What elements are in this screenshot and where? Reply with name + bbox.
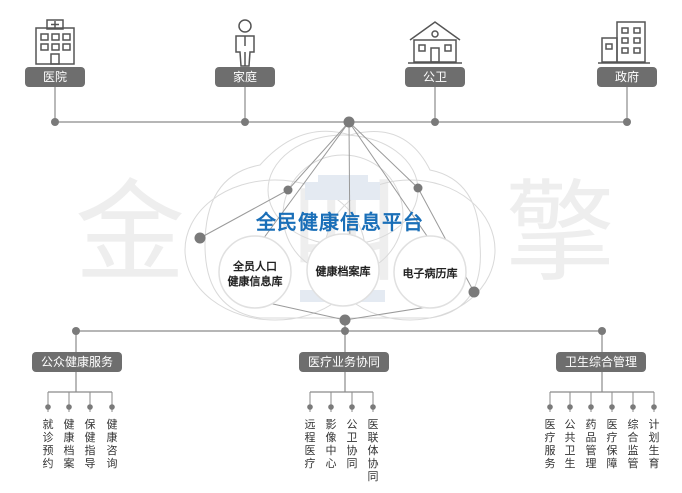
sub-item: 保健指导 xyxy=(84,418,96,470)
sub-item: 公共卫生 xyxy=(564,418,576,470)
database-label-health-record: 健康档案库 xyxy=(315,265,371,278)
sub-item: 计划生育 xyxy=(648,418,660,470)
sub-item: 健康档案 xyxy=(63,418,75,470)
sub-item: 药品管理 xyxy=(585,418,597,470)
watermark-char-1: 金 xyxy=(75,169,185,297)
connector-dot xyxy=(339,314,351,326)
government-building-icon xyxy=(598,21,650,64)
connector-dot xyxy=(72,327,80,335)
sub-item: 远程医疗 xyxy=(304,418,316,470)
connector-dot xyxy=(623,118,631,126)
sub-item: 医联体协同 xyxy=(367,418,379,483)
connector-dot xyxy=(630,404,636,410)
connector-dot xyxy=(431,118,439,126)
sub-item: 就诊预约 xyxy=(42,418,54,470)
connector-dot xyxy=(343,116,355,128)
sub-item: 综合监管 xyxy=(627,418,639,470)
top-connector-lines xyxy=(54,86,628,123)
connector-dot xyxy=(567,404,573,410)
connector-dot xyxy=(468,286,480,298)
database-label-population-line2: 健康信息库 xyxy=(227,275,283,288)
connector-dot xyxy=(66,404,72,410)
connector-dot xyxy=(45,404,51,410)
connector-dot xyxy=(341,327,349,335)
top-label-hospital: 医院 xyxy=(25,67,85,87)
database-circles xyxy=(218,233,467,309)
connector-dot xyxy=(87,404,93,410)
connector-dots xyxy=(45,116,657,410)
sub-item: 医疗服务 xyxy=(544,418,556,470)
watermark-char-3: 擎 xyxy=(505,169,615,297)
top-label-family: 家庭 xyxy=(215,67,275,87)
top-label-public-health: 公卫 xyxy=(405,67,465,87)
connector-dot xyxy=(651,404,657,410)
database-label-population: 全员人口 健康信息库 xyxy=(219,259,291,289)
database-label-emr: 电子病历库 xyxy=(402,267,458,280)
connector-dot xyxy=(413,183,423,193)
connector-dot xyxy=(194,232,206,244)
connector-dot xyxy=(328,404,334,410)
public-health-building-icon xyxy=(408,21,462,64)
connector-dot xyxy=(283,185,293,195)
bottom-connector-lines xyxy=(48,320,654,393)
sub-item: 公卫协同 xyxy=(346,418,358,470)
connector-dot xyxy=(370,404,376,410)
connector-dot xyxy=(307,404,313,410)
connector-dot xyxy=(598,327,606,335)
connector-dot xyxy=(349,404,355,410)
connector-dot xyxy=(51,118,59,126)
section-label-health-management: 卫生综合管理 xyxy=(556,352,646,372)
sub-item: 健康咨询 xyxy=(106,418,118,470)
connector-dot xyxy=(588,404,594,410)
hospital-building-icon xyxy=(35,19,75,65)
database-label-population-line1: 全员人口 xyxy=(233,260,277,273)
section-label-public-service: 公众健康服务 xyxy=(32,352,122,372)
top-label-government: 政府 xyxy=(597,67,657,87)
person-icon xyxy=(235,19,255,67)
sub-item: 医疗保障 xyxy=(606,418,618,470)
connector-dot xyxy=(547,404,553,410)
platform-title: 全民健康信息平台 xyxy=(256,210,424,234)
sub-item: 影像中心 xyxy=(325,418,337,470)
section-label-medical-collaboration: 医疗业务协同 xyxy=(299,352,389,372)
connector-dot xyxy=(109,404,115,410)
connector-dot xyxy=(609,404,615,410)
connector-dot xyxy=(241,118,249,126)
